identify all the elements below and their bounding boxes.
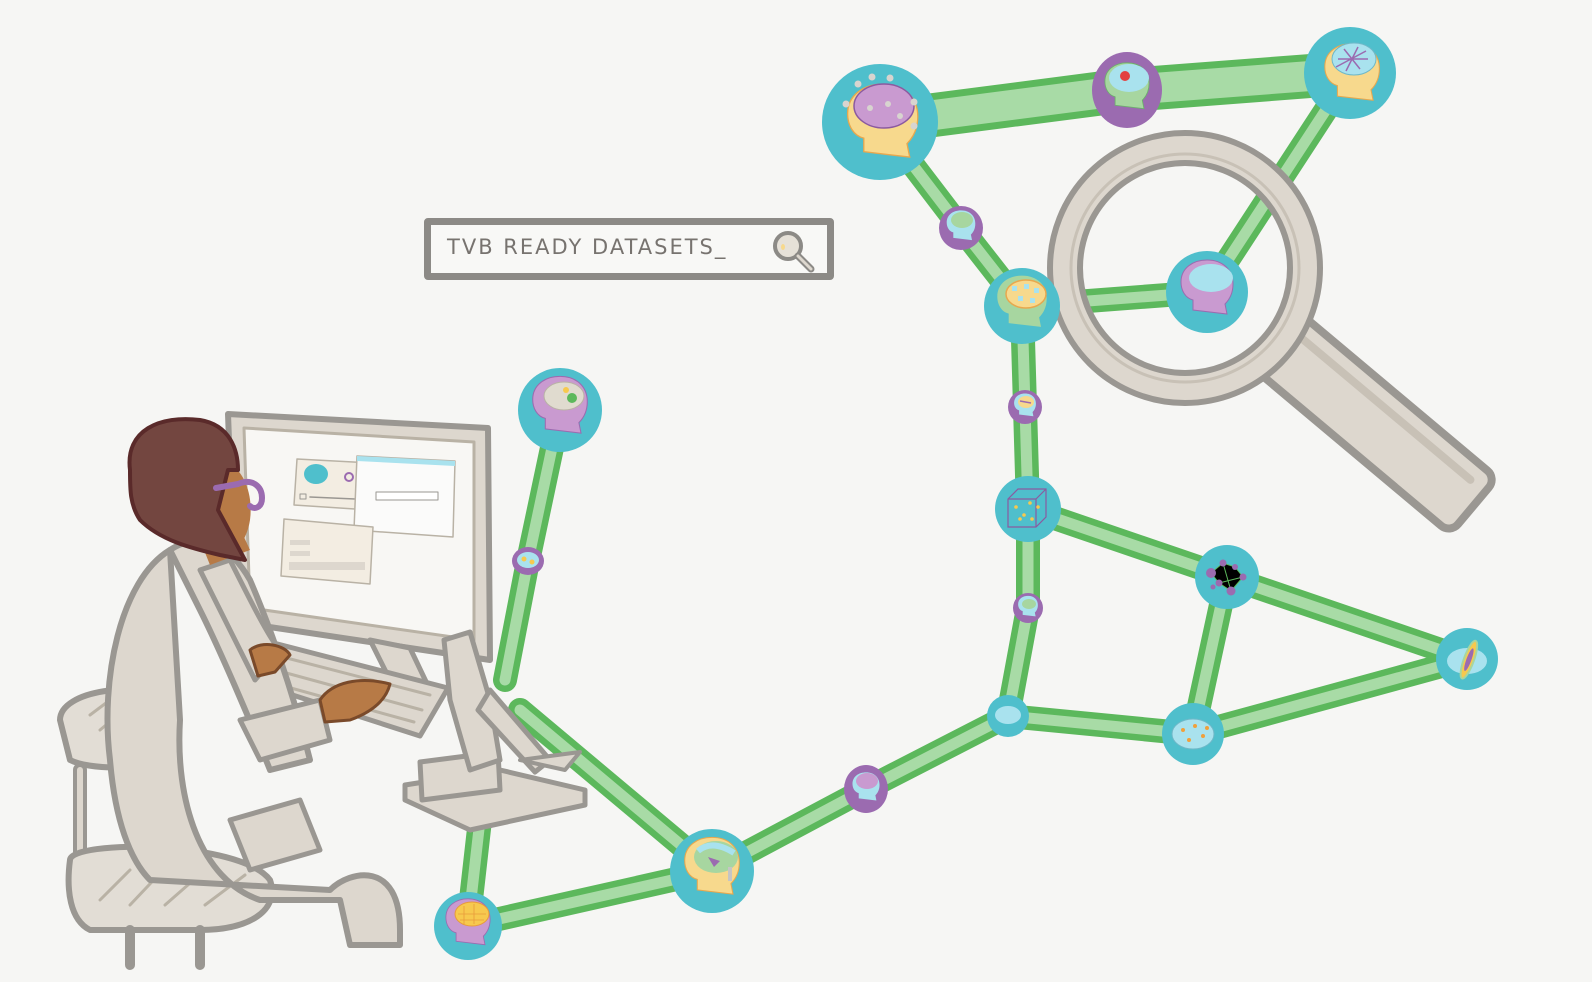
activity-brain-icon[interactable] <box>512 547 544 575</box>
eeg-head-icon[interactable] <box>822 64 938 180</box>
dataset-search-bar[interactable]: TVB READY DATASETS_ <box>424 218 834 280</box>
network-visualizer-window <box>293 458 373 511</box>
researcher-scene <box>57 411 588 970</box>
magnifying-glass-icon <box>1047 130 1496 533</box>
regions-head-icon[interactable] <box>670 829 754 913</box>
mri-head-icon[interactable] <box>1166 251 1248 333</box>
cross-section-head-icon[interactable] <box>1013 593 1043 623</box>
graph-network-icon[interactable] <box>1195 545 1259 609</box>
brain-ring-icon[interactable] <box>1436 628 1498 690</box>
parcellation-head-icon[interactable] <box>1008 390 1042 424</box>
network-edges <box>456 51 1479 938</box>
connectome-head-icon[interactable] <box>939 206 983 250</box>
scientist <box>104 417 403 948</box>
glasses-icon <box>213 478 265 511</box>
computer-monitor <box>225 411 493 693</box>
stimulation-head-icon[interactable] <box>1092 52 1162 128</box>
brain-nodes-icon[interactable] <box>1162 703 1224 765</box>
point-cloud-cube-icon[interactable] <box>995 476 1061 542</box>
cortex-head-icon[interactable] <box>434 892 502 960</box>
magnifier-icon[interactable] <box>771 229 817 275</box>
small-brain-head-icon[interactable] <box>844 765 888 813</box>
search-input[interactable]: TVB READY DATASETS_ <box>447 235 728 259</box>
search-window <box>353 455 456 538</box>
brain-grid-icon[interactable] <box>987 695 1029 737</box>
form-window <box>280 518 374 585</box>
lesion-head-icon[interactable] <box>518 368 602 452</box>
microscope-icon <box>402 629 588 833</box>
dti-tractography-head-icon[interactable] <box>1304 27 1396 119</box>
network-nodes <box>434 27 1498 960</box>
network-head-icon[interactable] <box>984 268 1060 344</box>
